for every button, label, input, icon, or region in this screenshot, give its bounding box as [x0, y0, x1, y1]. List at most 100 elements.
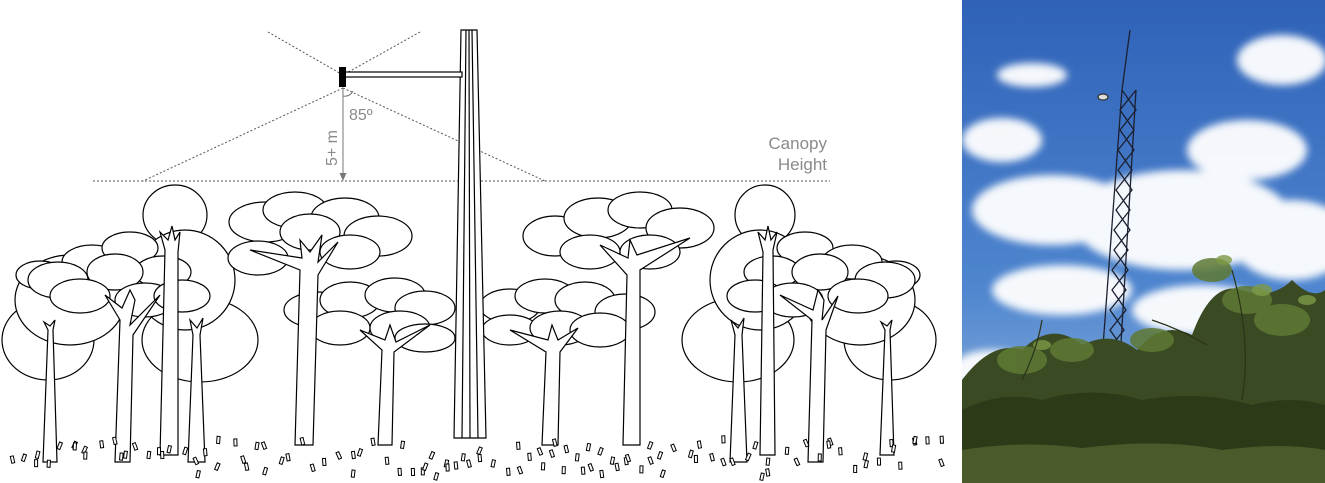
litter-piece — [20, 453, 28, 463]
litter-piece — [118, 452, 124, 461]
litter-piece — [299, 436, 306, 446]
litter-piece — [285, 452, 291, 462]
litter-piece — [925, 436, 930, 445]
litter-piece — [34, 459, 39, 468]
litter-piece — [729, 457, 736, 467]
litter-piece — [445, 463, 450, 472]
litter-piece — [609, 456, 616, 465]
litter-piece — [744, 452, 752, 462]
litter-piece — [647, 456, 654, 465]
litter-piece — [876, 457, 882, 466]
canopy-height-label-line2: Height — [778, 155, 827, 174]
canopy-sensor-diagram: 85º 5+ m Canopy Height — [1, 29, 945, 482]
litter-piece — [192, 456, 200, 466]
litter-piece — [696, 440, 703, 449]
litter-piece — [182, 446, 189, 456]
litter-piece — [574, 453, 580, 462]
litter-piece — [898, 461, 903, 470]
litter-piece — [72, 442, 78, 451]
litter-piece — [580, 466, 586, 475]
litter-piece — [656, 450, 664, 460]
litter-piece — [912, 435, 918, 445]
litter-piece — [476, 446, 483, 456]
litter-piece — [460, 453, 466, 462]
height-arrow — [339, 88, 347, 181]
litter-piece — [939, 435, 945, 444]
litter-piece — [131, 441, 139, 451]
litter-piece — [335, 451, 343, 460]
litter-piece — [202, 448, 208, 457]
field-of-view-lines — [142, 31, 546, 182]
litter-piece — [693, 454, 699, 464]
litter-piece — [563, 444, 570, 454]
ground-litter — [9, 435, 945, 482]
litter-piece — [597, 446, 604, 456]
litter-piece — [659, 469, 666, 479]
litter-piece — [765, 468, 771, 477]
litter-piece — [350, 469, 356, 478]
canopy-height-label-line1: Canopy — [768, 134, 827, 153]
litter-piece — [9, 455, 16, 464]
litter-piece — [709, 452, 715, 462]
litter-piece — [421, 462, 429, 472]
tree-group-center-left — [227, 191, 456, 446]
litter-piece — [536, 447, 544, 456]
litter-piece — [793, 457, 801, 467]
litter-piece — [243, 462, 250, 472]
litter-piece — [410, 467, 416, 477]
tree-group-center-right — [479, 191, 715, 446]
litter-piece — [111, 436, 118, 446]
litter-piece — [397, 467, 403, 476]
litter-piece — [802, 438, 810, 448]
tree-group-left — [1, 184, 259, 463]
tree-group-right — [681, 184, 937, 463]
litter-piece — [551, 438, 558, 447]
litter-piece — [561, 466, 566, 475]
tower — [453, 29, 487, 439]
litter-piece — [490, 459, 497, 468]
angle-arc — [342, 90, 354, 97]
litter-piece — [826, 440, 832, 449]
litter-piece — [262, 466, 269, 476]
litter-piece — [278, 456, 285, 466]
litter-piece — [540, 462, 546, 471]
height-label: 5+ m — [324, 130, 341, 166]
litter-piece — [122, 450, 128, 459]
litter-piece — [166, 444, 173, 454]
litter-piece — [453, 461, 459, 470]
litter-piece — [614, 462, 620, 472]
litter-piece — [721, 435, 726, 444]
litter-piece — [752, 440, 759, 450]
litter-piece — [890, 444, 897, 453]
litter-piece — [853, 464, 858, 473]
litter-piece — [433, 472, 440, 481]
litter-piece — [356, 448, 364, 457]
litter-piece — [428, 450, 436, 460]
litter-piece — [350, 450, 356, 460]
litter-piece — [639, 465, 644, 474]
litter-piece — [321, 457, 327, 467]
litter-piece — [99, 440, 105, 449]
litter-piece — [863, 459, 869, 469]
litter-piece — [516, 465, 524, 475]
litter-piece — [548, 449, 556, 459]
litter-piece — [599, 469, 605, 479]
lattice-tower — [1097, 29, 1137, 361]
litter-piece — [370, 437, 376, 447]
litter-piece — [720, 457, 727, 467]
litter-piece — [938, 458, 945, 468]
angle-label: 85º — [349, 107, 373, 124]
litter-piece — [765, 457, 771, 466]
litter-piece — [254, 441, 260, 451]
litter-piece — [505, 467, 511, 476]
litter-piece — [34, 450, 41, 460]
litter-piece — [465, 459, 472, 469]
litter-piece — [384, 456, 390, 465]
litter-piece — [213, 462, 221, 472]
sensor-boom — [339, 67, 463, 87]
litter-piece — [646, 441, 654, 450]
litter-piece — [477, 453, 483, 463]
litter-piece — [585, 442, 592, 452]
litter-piece — [146, 450, 152, 460]
sensor-icon — [339, 67, 346, 87]
